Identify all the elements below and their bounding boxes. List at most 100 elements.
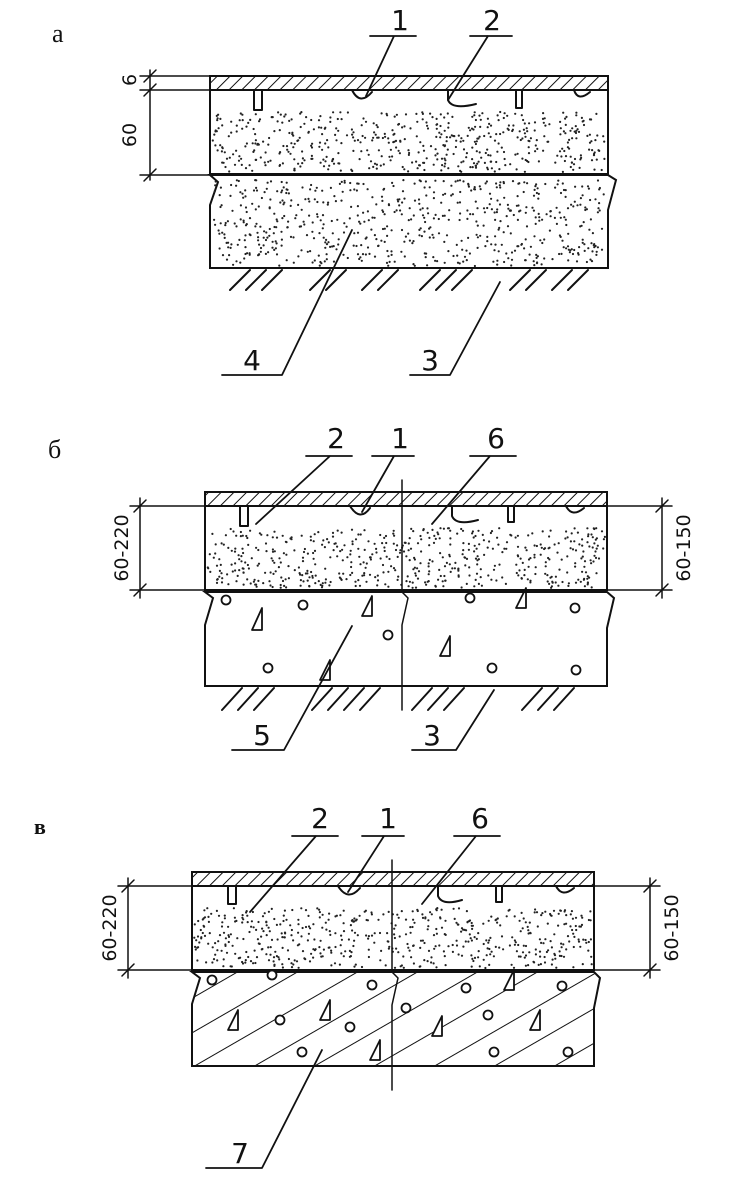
stipple-dot <box>329 580 332 584</box>
stipple-dot <box>237 159 241 162</box>
stipple-dot <box>484 966 487 970</box>
stipple-dot <box>224 943 227 946</box>
stipple-dot <box>423 161 426 164</box>
stipple-dot <box>513 915 516 918</box>
stipple-dot <box>331 232 334 235</box>
stipple-dot <box>476 207 479 210</box>
stipple-dot <box>281 189 284 192</box>
stipple-dot <box>379 533 382 537</box>
stipple-dot <box>244 561 247 564</box>
stipple-dot <box>312 923 315 926</box>
stipple-dot <box>419 939 423 942</box>
stipple-dot <box>507 909 510 912</box>
stipple-dot <box>313 533 316 536</box>
stipple-dot <box>462 260 465 263</box>
stipple-dot <box>257 942 260 945</box>
stipple-dot <box>518 569 521 572</box>
stipple-dot <box>441 164 444 167</box>
stipple-dot <box>546 922 549 925</box>
stipple-dot <box>216 949 219 952</box>
stipple-dot <box>250 925 253 928</box>
stipple-dot <box>356 182 359 185</box>
stipple-dot <box>253 149 256 152</box>
stipple-dot <box>266 181 269 184</box>
stipple-dot <box>500 243 503 246</box>
stipple-dot <box>404 113 408 116</box>
stipple-dot <box>370 911 373 914</box>
stipple-dot <box>258 253 261 256</box>
stipple-dot <box>225 241 228 244</box>
stipple-dot <box>419 141 422 144</box>
stipple-dot <box>311 230 314 233</box>
stipple-dot <box>587 533 590 536</box>
stipple-dot <box>232 907 235 910</box>
stipple-dot <box>222 958 225 961</box>
stipple-dot <box>435 117 438 120</box>
stipple-dot <box>390 253 393 256</box>
stipple-dot <box>232 263 235 266</box>
stipple-dot <box>438 568 441 572</box>
stipple-dot <box>381 136 384 140</box>
stipple-dot <box>462 139 465 142</box>
stipple-dot <box>519 557 522 560</box>
stipple-dot <box>326 538 329 541</box>
stipple-dot <box>276 220 279 223</box>
stipple-dot <box>533 544 536 547</box>
stipple-dot <box>247 567 250 570</box>
stipple-dot <box>281 199 284 202</box>
leader-lines <box>231 455 517 751</box>
stipple-dot <box>304 909 308 912</box>
stipple-dot <box>230 243 233 246</box>
stipple-dot <box>246 563 249 567</box>
stipple-dot <box>427 949 431 953</box>
stipple-dot <box>478 151 481 154</box>
stipple-dot <box>364 136 367 139</box>
stipple-dot <box>554 581 557 584</box>
stipple-dot <box>443 261 446 264</box>
stipple-dot <box>580 116 584 119</box>
stipple-dot <box>410 527 413 531</box>
stipple-dot <box>487 941 490 944</box>
screed-texture <box>193 907 593 970</box>
stipple-dot <box>450 194 453 197</box>
stipple-dot <box>385 541 388 545</box>
stipple-dot <box>490 915 493 918</box>
stipple-dot <box>422 144 425 147</box>
stipple-dot <box>396 913 399 916</box>
stipple-dot <box>245 911 248 914</box>
stipple-dot <box>574 562 577 565</box>
stipple-dot <box>373 932 376 935</box>
stipple-dot <box>524 546 527 549</box>
stipple-dot <box>548 229 552 232</box>
stipple-dot <box>310 144 313 147</box>
stipple-dot <box>309 539 312 542</box>
stipple-dot <box>297 255 300 258</box>
stipple-dot <box>383 536 386 540</box>
stipple-dot <box>525 549 528 552</box>
stipple-dot <box>445 140 448 143</box>
stipple-dot <box>280 576 283 579</box>
stipple-dot <box>559 133 562 136</box>
stipple-dot <box>510 251 514 254</box>
stipple-dot <box>280 230 283 233</box>
stipple-dot <box>495 211 498 214</box>
stipple-dot <box>343 222 346 225</box>
stipple-dot <box>386 225 389 228</box>
stipple-dot <box>535 253 538 256</box>
stipple-dot <box>365 562 368 565</box>
stipple-dot <box>321 189 324 192</box>
stipple-dot <box>575 137 578 140</box>
stipple-dot <box>373 542 376 545</box>
stipple-dot <box>434 179 437 182</box>
stipple-dot <box>400 250 403 253</box>
stipple-dot <box>326 139 329 142</box>
stipple-dot <box>471 957 474 961</box>
stipple-dot <box>304 925 308 929</box>
stipple-dot <box>490 167 493 170</box>
stipple-dot <box>506 114 509 117</box>
stipple-dot <box>294 217 297 220</box>
stipple-dot <box>230 120 233 123</box>
stipple-dot <box>460 239 463 242</box>
stipple-dot <box>463 255 467 258</box>
stipple-dot <box>366 210 369 213</box>
